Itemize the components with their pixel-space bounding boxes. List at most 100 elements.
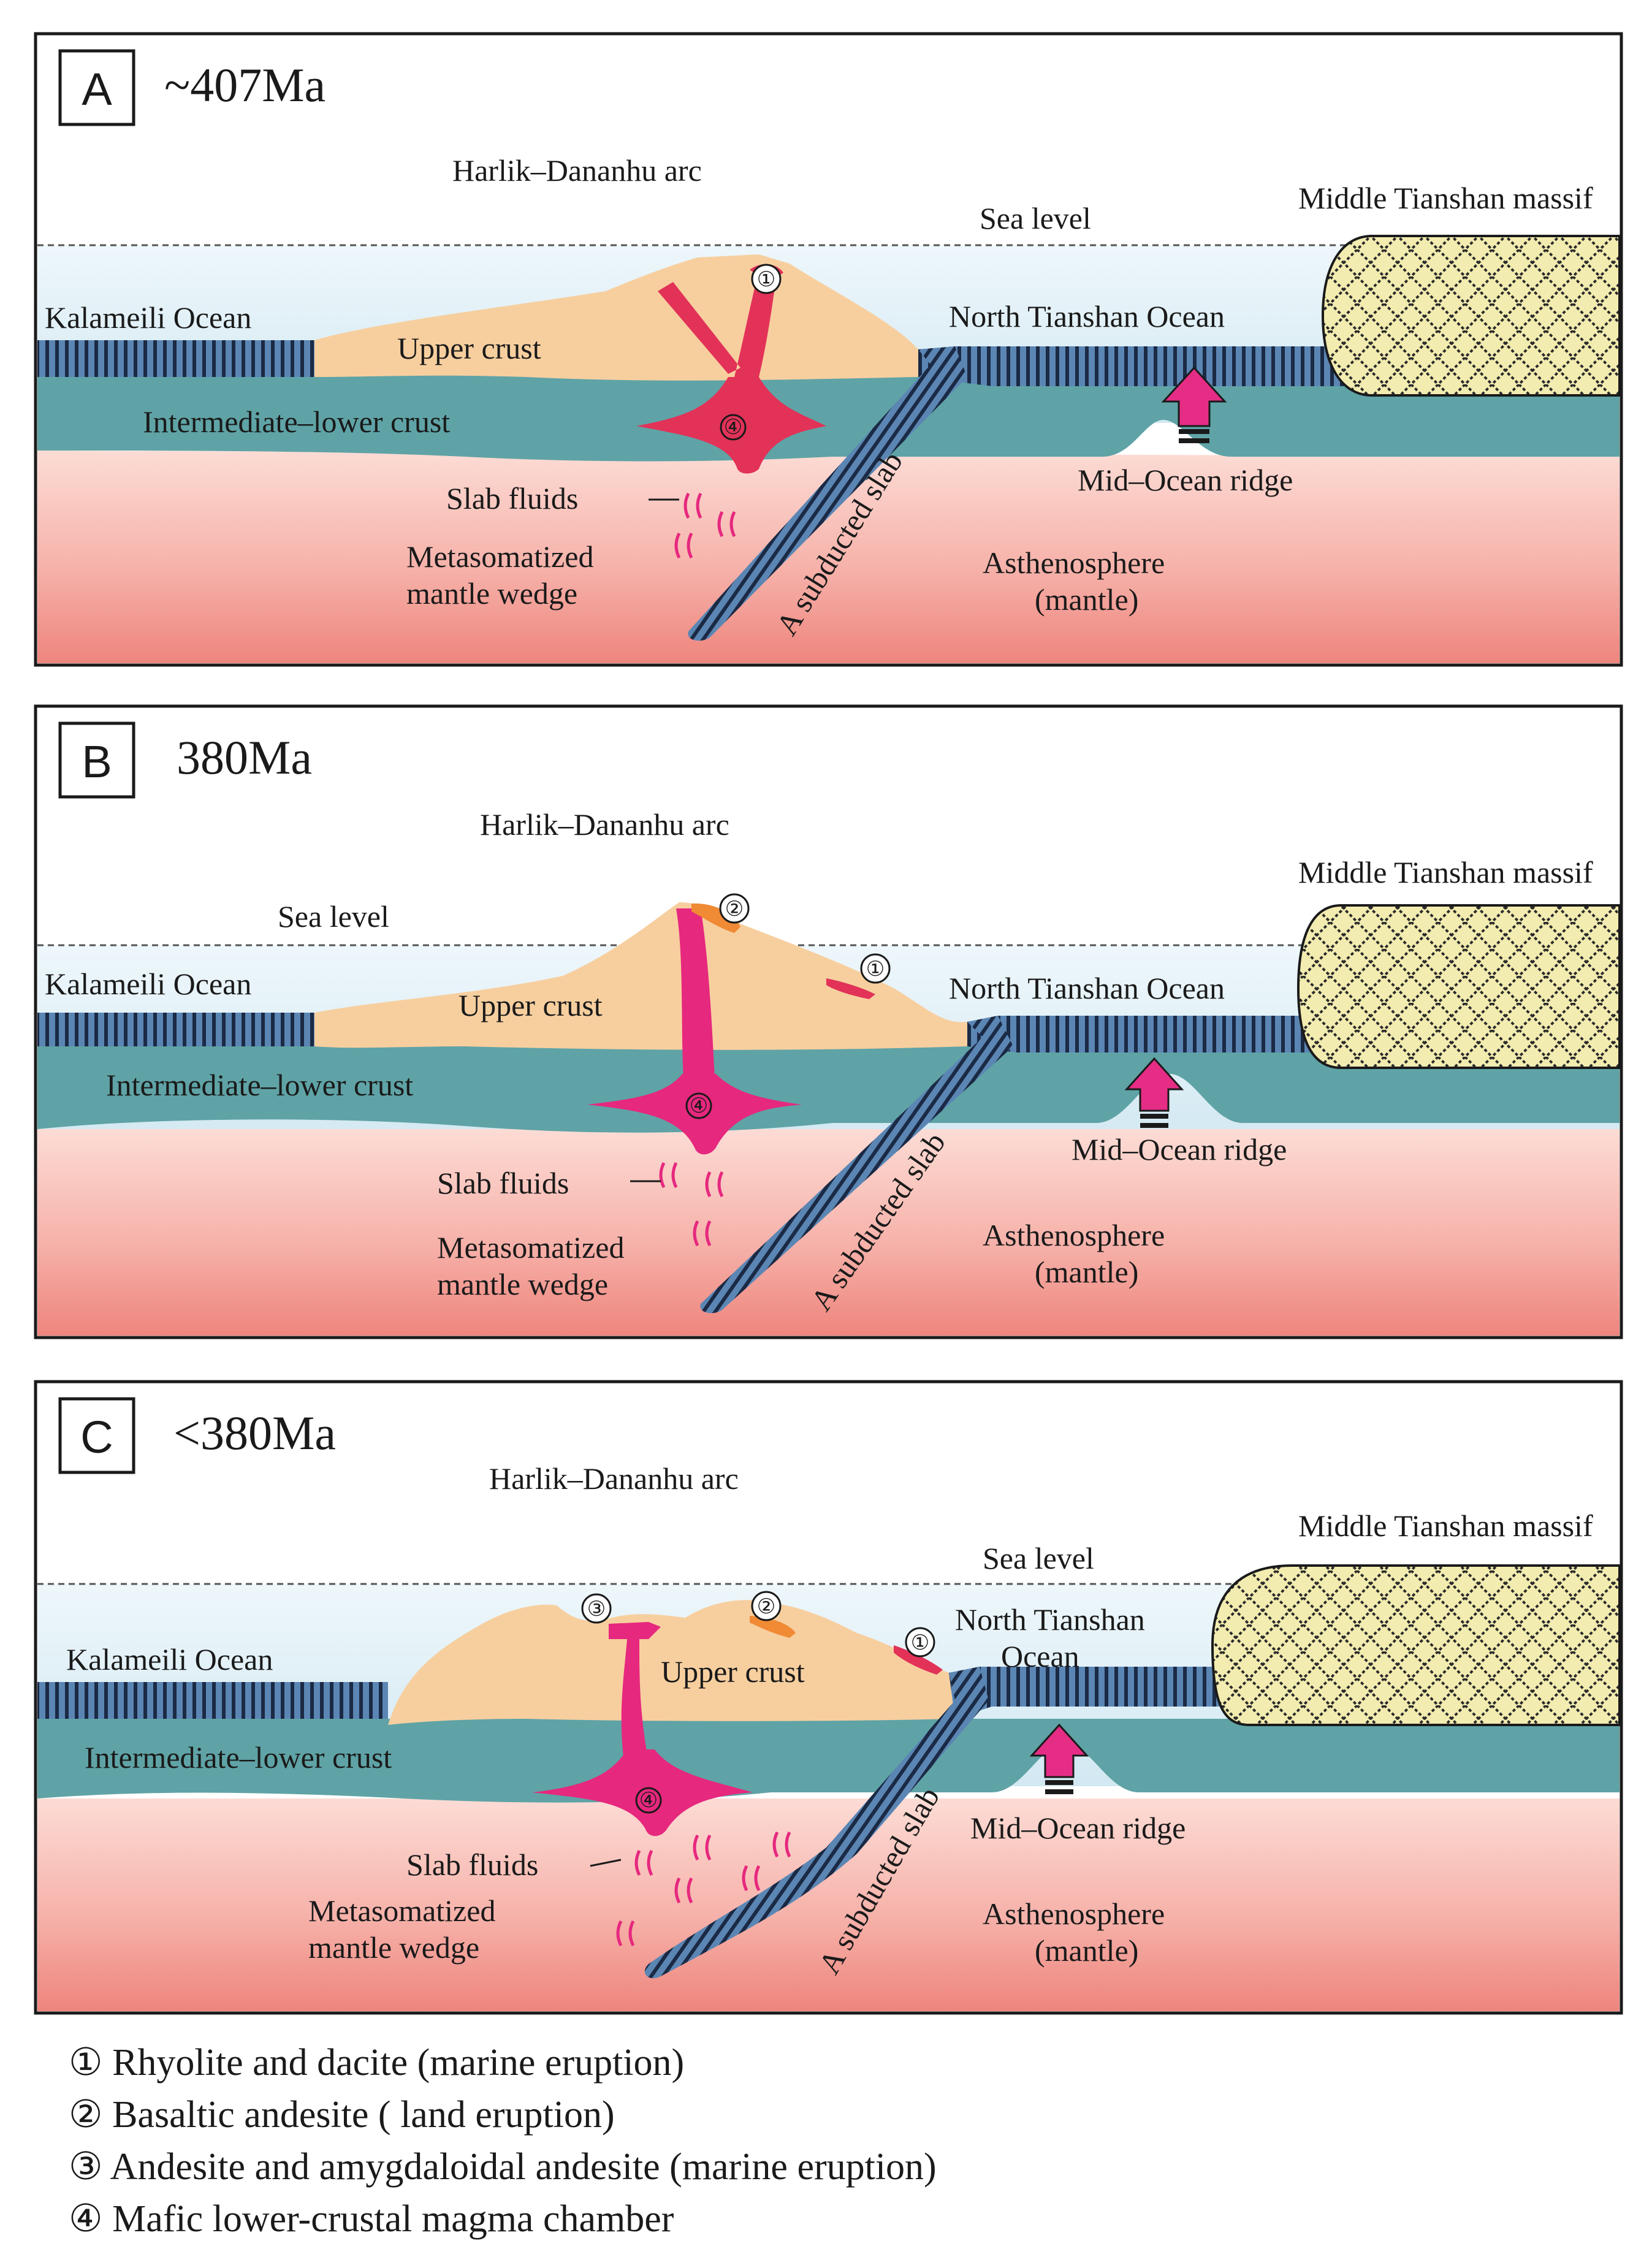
panel-age: 380Ma bbox=[177, 731, 312, 784]
upper-crust-label: Upper crust bbox=[397, 331, 541, 365]
sea-level-label: Sea level bbox=[983, 1541, 1094, 1575]
sea-level-label: Sea level bbox=[980, 201, 1091, 235]
panel-age: ~407Ma bbox=[164, 58, 325, 112]
mid-ocean-ridge-arrow bbox=[1124, 1057, 1184, 1128]
wedge-label-line2: mantle wedge bbox=[437, 1267, 608, 1301]
panel-age: <380Ma bbox=[173, 1406, 336, 1460]
marker-circle bbox=[720, 414, 747, 441]
north-tianshan-oceanic-crust bbox=[918, 346, 1372, 386]
upper-crust-label: Upper crust bbox=[661, 1654, 805, 1689]
asthenosphere-mantle bbox=[37, 1798, 1620, 2011]
kalameili-oceanic-crust bbox=[37, 340, 314, 377]
magma-chamber bbox=[532, 1749, 753, 1836]
asthenosphere-label-line1: Asthenosphere bbox=[983, 1897, 1165, 1931]
legend-item-1: ① Rhyolite and dacite (marine eruption) bbox=[69, 2042, 684, 2084]
mid-ocean-ridge-arrow bbox=[1029, 1723, 1089, 1794]
middle-tianshan-massif bbox=[1321, 235, 1621, 397]
upper-crust bbox=[314, 902, 967, 1050]
middle-tianshan-massif bbox=[1211, 1564, 1621, 1726]
mid-ocean-ridge-arrow bbox=[1161, 366, 1227, 443]
upper-crust-label: Upper crust bbox=[459, 988, 603, 1022]
marker-4: ④ bbox=[639, 1789, 658, 1812]
legend: ① Rhyolite and dacite (marine eruption) … bbox=[69, 2042, 937, 2240]
panel-letter: B bbox=[82, 736, 112, 787]
asthenosphere-label-line2: (mantle) bbox=[1035, 1933, 1138, 1968]
lower-crust-label: Intermediate–lower crust bbox=[106, 1068, 413, 1102]
marker-4: ④ bbox=[724, 416, 742, 439]
panel-letter: C bbox=[80, 1412, 113, 1463]
subducted-slab bbox=[644, 1667, 989, 1979]
asthenosphere-mantle bbox=[37, 1129, 1620, 1336]
marker-4: ④ bbox=[690, 1095, 708, 1117]
rhyolite-dacite-eruption bbox=[826, 978, 875, 999]
lower-crust-label: Intermediate–lower crust bbox=[85, 1740, 392, 1775]
panel-letter-box bbox=[58, 721, 135, 799]
middle-tianshan-massif bbox=[1296, 904, 1621, 1069]
north-tianshan-oceanic-crust bbox=[949, 1667, 1249, 1719]
ridge-label: Mid–Ocean ridge bbox=[1078, 463, 1293, 497]
rhyolite-dacite-eruption bbox=[894, 1645, 943, 1675]
marker-circle bbox=[860, 953, 891, 984]
wedge-label-line2: mantle wedge bbox=[308, 1930, 479, 1965]
panel-c: C <380Ma Harlik–Dananhu arc Middle Tians… bbox=[34, 1380, 1623, 2015]
slab-fluids-label: Slab fluids bbox=[437, 1166, 569, 1200]
magma-conduit bbox=[658, 270, 777, 377]
wedge-label-line2: mantle wedge bbox=[406, 576, 577, 611]
north-tianshan-label-line2: Ocean bbox=[1001, 1639, 1079, 1673]
marker-circle bbox=[685, 1092, 712, 1119]
wedge-label-line1: Metasomatized bbox=[406, 539, 593, 574]
lower-crust-label: Intermediate–lower crust bbox=[143, 405, 450, 439]
legend-item-2: ② Basaltic andesite ( land eruption) bbox=[69, 2094, 615, 2136]
upper-crust bbox=[388, 1600, 955, 1725]
slab-fluid-squiggles bbox=[616, 1831, 791, 1947]
legend-item-4: ④ Mafic lower-crustal magma chamber bbox=[69, 2198, 674, 2240]
intermediate-lower-crust bbox=[37, 372, 1620, 462]
marker-1: ① bbox=[866, 958, 885, 981]
marker-circle bbox=[751, 264, 782, 294]
subducted-slab bbox=[688, 346, 967, 641]
kalameili-label: Kalameili Ocean bbox=[45, 300, 251, 335]
slab-fluids-leader bbox=[590, 1859, 622, 1867]
wedge-label-line1: Metasomatized bbox=[437, 1230, 624, 1265]
panel-letter-box bbox=[58, 1397, 135, 1474]
arc-label: Harlik–Dananhu arc bbox=[452, 153, 702, 188]
asthenosphere-mantle bbox=[37, 451, 1620, 663]
marker-circle bbox=[751, 1591, 782, 1621]
arc-label: Harlik–Dananhu arc bbox=[480, 807, 729, 842]
panel-letter: A bbox=[82, 64, 112, 115]
marker-2: ② bbox=[725, 898, 744, 921]
kalameili-label: Kalameili Ocean bbox=[45, 967, 251, 1001]
marker-circle bbox=[905, 1627, 935, 1658]
ridge-label: Mid–Ocean ridge bbox=[970, 1811, 1186, 1845]
panel-b: B 380Ma Harlik–Dananhu arc Middle Tiansh… bbox=[34, 704, 1623, 1339]
massif-label: Middle Tianshan massif bbox=[1298, 855, 1593, 889]
intermediate-lower-crust bbox=[37, 1719, 1620, 1803]
asthenosphere-label-line2: (mantle) bbox=[1035, 582, 1138, 617]
marker-2: ② bbox=[757, 1596, 775, 1618]
marker-1: ① bbox=[911, 1632, 929, 1654]
magma-chamber bbox=[636, 377, 826, 474]
marker-circle bbox=[581, 1593, 612, 1624]
north-tianshan-label: North Tianshan Ocean bbox=[949, 971, 1225, 1005]
slab-fluids-label: Slab fluids bbox=[406, 1848, 538, 1882]
slab-fluids-label: Slab fluids bbox=[446, 481, 578, 516]
basaltic-andesite-eruption bbox=[750, 1616, 796, 1638]
north-tianshan-oceanic-crust bbox=[967, 1016, 1341, 1052]
intermediate-lower-crust bbox=[37, 1046, 1620, 1133]
panel-letter-box bbox=[58, 49, 135, 126]
massif-label: Middle Tianshan massif bbox=[1298, 181, 1593, 215]
marker-circle bbox=[635, 1787, 662, 1814]
ridge-label: Mid–Ocean ridge bbox=[1072, 1132, 1287, 1167]
slab-fluid-squiggles bbox=[674, 492, 736, 559]
slab-fluid-squiggles bbox=[659, 1162, 724, 1247]
asthenosphere-label-line2: (mantle) bbox=[1035, 1255, 1138, 1289]
north-tianshan-label: North Tianshan Ocean bbox=[949, 299, 1225, 333]
magma-chamber bbox=[587, 1074, 802, 1155]
north-tianshan-label-line1: North Tianshan bbox=[955, 1602, 1145, 1637]
subducted-slab bbox=[700, 1016, 1013, 1314]
asthenosphere-label-line1: Asthenosphere bbox=[983, 546, 1165, 580]
arc-label: Harlik–Dananhu arc bbox=[489, 1461, 739, 1496]
magma-conduit bbox=[609, 1622, 661, 1762]
marker-3: ③ bbox=[587, 1598, 606, 1621]
